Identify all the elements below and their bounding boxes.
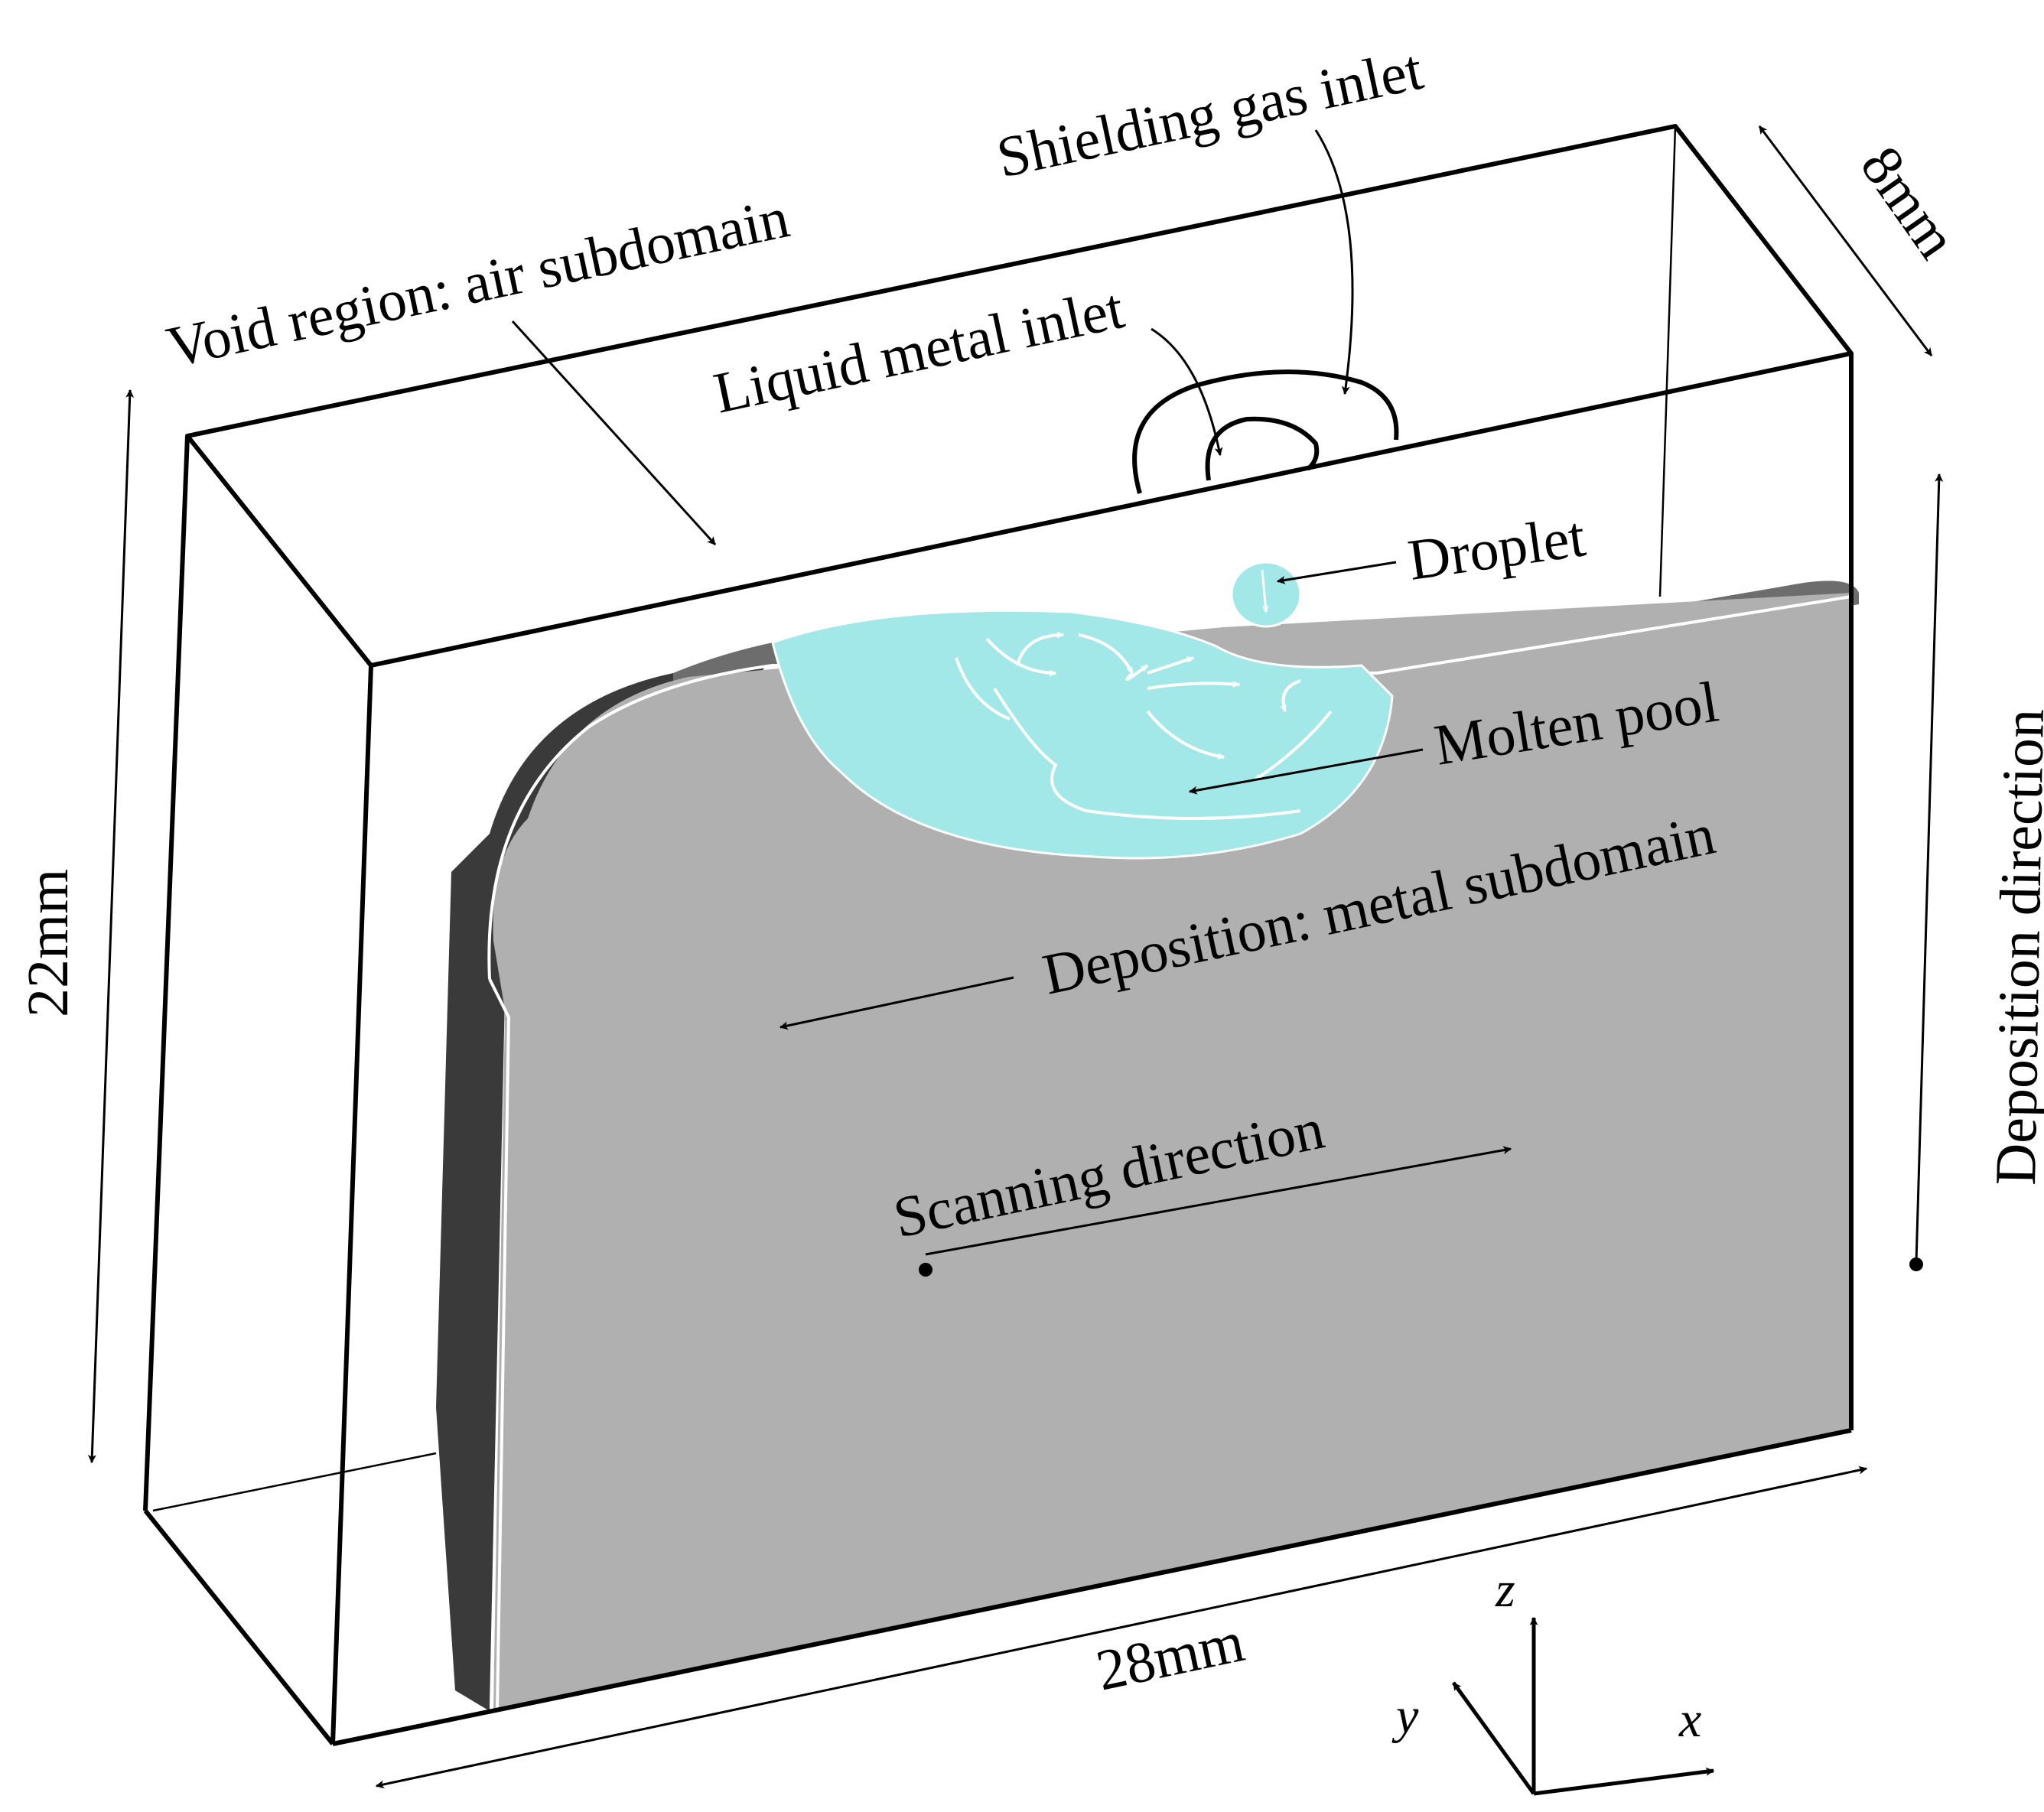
metal-edge-highlight <box>487 595 1852 980</box>
depth-dimension-label: 8mm <box>1848 135 1969 270</box>
droplet <box>1230 561 1302 628</box>
shielding-gas-inlet-label: Shielding gas inlet <box>991 37 1428 190</box>
void-region-label: Void region: air subdomain <box>161 185 795 379</box>
molten-pool <box>771 609 1394 860</box>
droplet-label: Droplet <box>1404 504 1590 592</box>
coordinate-axes <box>1451 1616 1715 1796</box>
flow-arrows <box>955 635 1333 820</box>
leader-arrows <box>511 129 1944 1263</box>
nozzle-inlets <box>1132 369 1399 494</box>
liquid-metal-inlet-label: Liquid metal inlet <box>708 276 1129 425</box>
z-axis-label: z <box>1495 1562 1515 1618</box>
length-dimension-label: 28mm <box>1091 1609 1249 1703</box>
y-axis-label: y <box>1391 1688 1419 1744</box>
deposition-direction-label: Deposition direction <box>1984 708 2044 1186</box>
height-dimension-label: 22mm <box>16 869 80 1017</box>
metal-front-face <box>493 593 1852 1710</box>
deposition-start-dot <box>1909 1257 1923 1271</box>
dimension-arrows <box>87 125 1933 1789</box>
liquid-metal-nozzle <box>1205 416 1320 481</box>
shielding-gas-nozzle <box>1132 369 1399 494</box>
box-back-edges <box>152 125 1677 1512</box>
x-axis-label: x <box>1678 1692 1701 1748</box>
scanning-start-dot <box>919 1263 932 1277</box>
